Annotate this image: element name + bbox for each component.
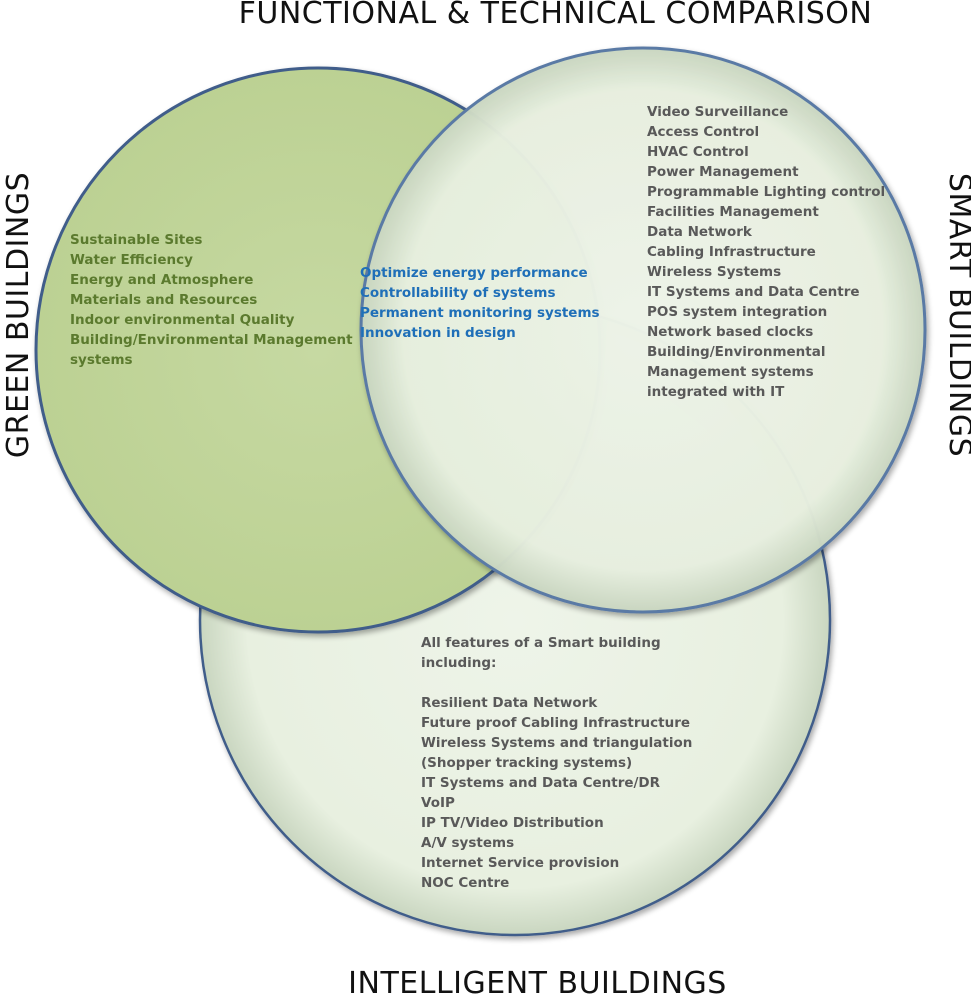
list-item: VoIP — [421, 795, 455, 811]
list-item: Data Network — [647, 224, 752, 240]
list-item: IT Systems and Data Centre — [647, 284, 860, 300]
list-item: Management systems — [647, 364, 814, 380]
list-item: HVAC Control — [647, 144, 749, 160]
list-item: Programmable Lighting control — [647, 184, 886, 200]
list-item: Cabling Infrastructure — [647, 244, 816, 260]
intelligent-buildings-label: INTELLIGENT BUILDINGS — [348, 966, 727, 1001]
list-item: IT Systems and Data Centre/DR — [421, 775, 661, 791]
list-item: (Shopper tracking systems) — [421, 755, 633, 771]
green-buildings-label: GREEN BUILDINGS — [1, 171, 36, 459]
list-item: Future proof Cabling Infrastructure — [421, 715, 691, 731]
list-item: Wireless Systems and triangulation — [421, 735, 693, 751]
list-item: A/V systems — [421, 835, 515, 851]
intro-line: All features of a Smart building — [421, 635, 661, 651]
list-item: Innovation in design — [360, 325, 516, 341]
list-item: POS system integration — [647, 304, 828, 320]
list-item: Building/Environmental — [647, 344, 826, 360]
spacer — [421, 673, 692, 693]
list-item: Facilities Management — [647, 204, 819, 220]
list-item: systems — [70, 352, 133, 368]
list-item: Power Management — [647, 164, 799, 180]
shared-features-list: Optimize energy performance Controllabil… — [360, 263, 600, 343]
list-item: Energy and Atmosphere — [70, 272, 254, 288]
list-item: Video Surveillance — [647, 104, 789, 120]
list-item: Optimize energy performance — [360, 265, 588, 281]
list-item: Building/Environmental Management — [70, 332, 353, 348]
list-item: Sustainable Sites — [70, 232, 203, 248]
list-item: Indoor environmental Quality — [70, 312, 295, 328]
diagram-title: FUNCTIONAL & TECHNICAL COMPARISON — [238, 0, 873, 31]
intelligent-features-list: All features of a Smart building includi… — [421, 633, 692, 893]
list-item: Access Control — [647, 124, 760, 140]
list-item: integrated with IT — [647, 384, 785, 400]
list-item: Internet Service provision — [421, 855, 620, 871]
list-item: Permanent monitoring systems — [360, 305, 600, 321]
green-features-list: Sustainable Sites Water Efficiency Energ… — [70, 230, 353, 370]
smart-features-list: Video Surveillance Access Control HVAC C… — [647, 102, 885, 402]
list-item: Network based clocks — [647, 324, 814, 340]
list-item: Controllability of systems — [360, 285, 556, 301]
list-item: NOC Centre — [421, 875, 510, 891]
intro-line: including: — [421, 655, 497, 671]
smart-buildings-label: SMART BUILDINGS — [942, 172, 971, 458]
list-item: IP TV/Video Distribution — [421, 815, 604, 831]
list-item: Materials and Resources — [70, 292, 258, 308]
list-item: Resilient Data Network — [421, 695, 598, 711]
list-item: Water Efficiency — [70, 252, 193, 268]
circle-smart-buildings — [359, 46, 927, 614]
list-item: Wireless Systems — [647, 264, 782, 280]
